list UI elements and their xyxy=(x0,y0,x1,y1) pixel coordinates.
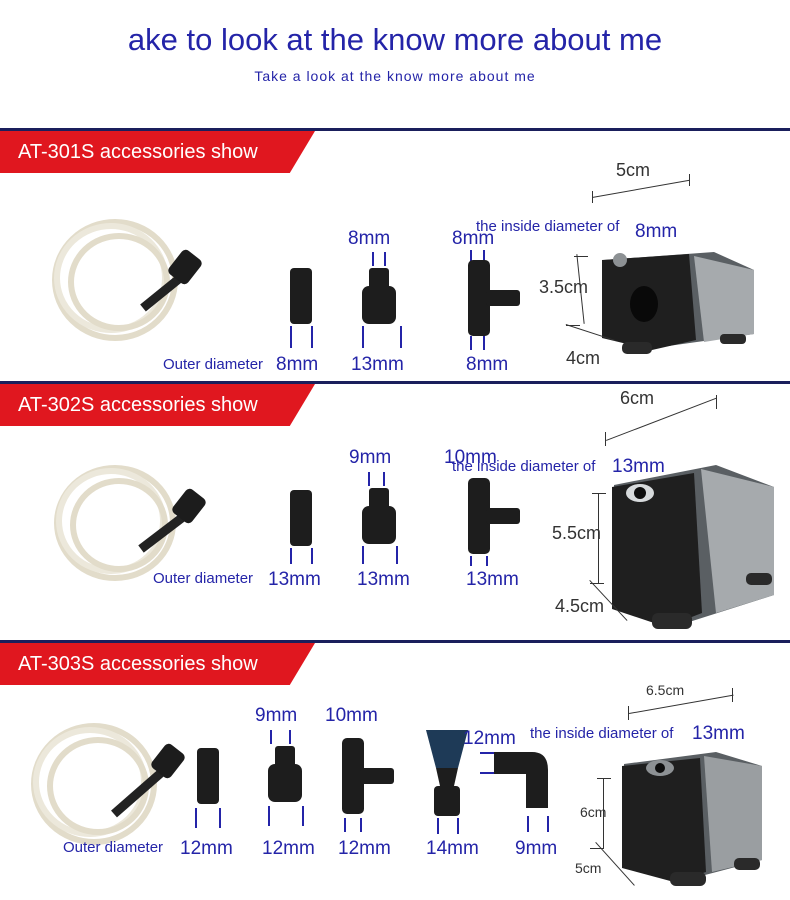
nozzle-top-value: 12mm xyxy=(463,728,516,749)
adapter-bottom-value: 13mm xyxy=(357,569,410,590)
tee-bottom-value: 8mm xyxy=(466,354,509,375)
page-title: ake to look at the know more about me xyxy=(127,22,663,57)
straight-connector-image xyxy=(290,268,312,324)
section-tag-at303s: AT-303S accessories show xyxy=(0,643,315,685)
inside-diameter-label: the inside diameter of xyxy=(476,218,620,235)
tee-top-value: 10mm xyxy=(325,705,378,726)
pump-height-value: 3.5cm xyxy=(539,277,589,297)
inside-diameter-value: 8mm xyxy=(635,221,678,242)
adapter-bottom-value: 13mm xyxy=(351,354,404,375)
pump-image xyxy=(622,752,762,886)
tube-image xyxy=(54,465,206,581)
reducer-adapter-image xyxy=(362,488,396,544)
section-tag-at301s: AT-301S accessories show xyxy=(0,131,315,173)
tee-bottom-value: 12mm xyxy=(338,838,391,859)
section-divider xyxy=(0,640,790,643)
tube-outer-value: 13mm xyxy=(268,569,321,590)
pump-height-value: 6cm xyxy=(580,804,607,820)
section-divider xyxy=(0,128,790,131)
section-tag-at302s: AT-302S accessories show xyxy=(0,384,315,426)
adapter-top-value: 9mm xyxy=(349,447,392,468)
pump-depth-value: 4.5cm xyxy=(555,596,605,616)
section-divider xyxy=(0,381,790,384)
pump-depth-value: 4cm xyxy=(566,348,601,368)
nozzle-bottom-value: 14mm xyxy=(426,838,479,859)
inside-diameter-value: 13mm xyxy=(612,456,665,477)
straight-connector-image xyxy=(197,748,219,804)
straight-connector-image xyxy=(290,490,312,546)
reducer-adapter-image xyxy=(268,746,302,802)
pump-image xyxy=(612,465,774,629)
adapter-bottom-value: 12mm xyxy=(262,838,315,859)
flat-nozzle-image xyxy=(426,730,468,816)
elbow-connector-image xyxy=(494,752,548,808)
tee-connector-image xyxy=(342,738,394,814)
pump-width-value: 6cm xyxy=(620,388,655,408)
tee-top-value: 10mm xyxy=(444,447,497,468)
tube-outer-value: 8mm xyxy=(276,354,319,375)
tube-image xyxy=(31,723,185,845)
pump-depth-value: 5cm xyxy=(575,860,602,876)
tee-connector-image xyxy=(468,478,520,554)
pump-width-value: 6.5cm xyxy=(646,682,685,698)
elbow-bottom-value: 9mm xyxy=(515,838,558,859)
outer-diameter-label: Outer diameter xyxy=(163,356,264,373)
outer-diameter-label: Outer diameter xyxy=(153,570,254,587)
tee-top-value: 8mm xyxy=(452,228,495,249)
pump-height-value: 5.5cm xyxy=(552,523,602,543)
tee-connector-image xyxy=(468,260,520,336)
adapter-top-value: 8mm xyxy=(348,228,391,249)
adapter-top-value: 9mm xyxy=(255,705,298,726)
inside-diameter-label: the inside diameter of xyxy=(452,458,596,475)
tee-bottom-value: 13mm xyxy=(466,569,519,590)
inside-diameter-label: the inside diameter of xyxy=(530,725,674,742)
page-subtitle: Take a look at the know more about me xyxy=(254,68,536,84)
tube-image xyxy=(52,219,202,341)
outer-diameter-label: Outer diameter xyxy=(63,839,164,856)
tube-outer-value: 12mm xyxy=(180,838,233,859)
pump-width-value: 5cm xyxy=(616,160,651,180)
inside-diameter-value: 13mm xyxy=(692,723,745,744)
reducer-adapter-image xyxy=(362,268,396,324)
pump-image xyxy=(602,252,754,354)
